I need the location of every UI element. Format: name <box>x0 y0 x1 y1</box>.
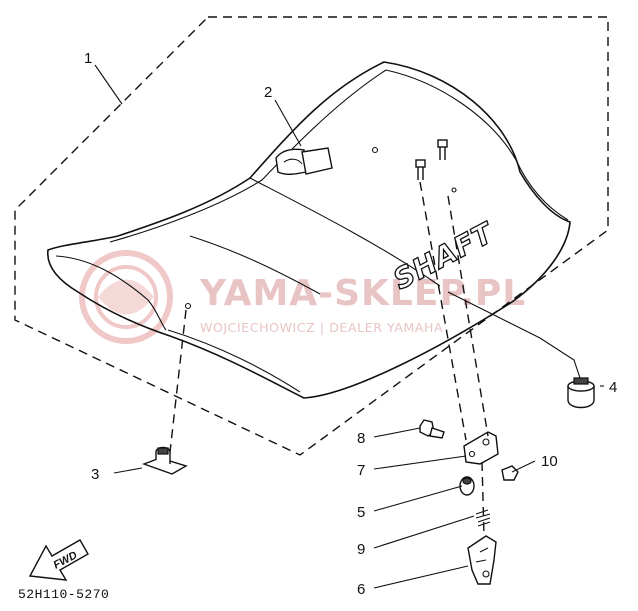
collar-part-5 <box>459 476 475 496</box>
callout-2: 2 <box>264 84 272 101</box>
forward-arrow: FWD <box>28 539 89 581</box>
callout-8: 8 <box>357 430 365 447</box>
seat-stud-right <box>437 139 448 160</box>
lock-part-6 <box>467 535 497 585</box>
seat-stud-left <box>415 159 426 180</box>
bolt-part-8 <box>419 419 445 439</box>
watermark-title: YAMA-SKLEP.PL <box>199 273 526 314</box>
callout-10: 10 <box>541 453 558 470</box>
callout-6: 6 <box>357 581 365 598</box>
spring-part-9 <box>475 509 491 527</box>
assembly-boundary <box>14 16 609 456</box>
seat-part-1: SHAFT <box>47 61 571 399</box>
watermark: YAMA-SKLEP.PL WOJCIECHOWICZ | DEALER YAM… <box>79 250 526 344</box>
damper-part-4 <box>567 377 595 409</box>
leader-lines <box>94 64 604 589</box>
seat-strap-part-2 <box>275 147 333 175</box>
callout-4: 4 <box>609 379 617 396</box>
forward-arrow-label: FWD <box>52 549 80 571</box>
callouts: 1 2 3 4 5 6 7 8 9 10 <box>84 50 617 598</box>
watermark-logo <box>79 250 173 344</box>
bracket-part-7 <box>463 431 499 465</box>
clip-part-3 <box>141 446 188 475</box>
callout-1: 1 <box>84 50 92 67</box>
callout-3: 3 <box>91 466 99 483</box>
nut-part-10 <box>501 465 519 481</box>
callout-7: 7 <box>357 462 365 479</box>
part-code: 52H110-5270 <box>18 587 109 602</box>
watermark-subtitle: WOJCIECHOWICZ | DEALER YAMAHA <box>200 320 443 335</box>
assembly-guide-lines <box>169 181 489 537</box>
callout-5: 5 <box>357 504 365 521</box>
callout-9: 9 <box>357 541 365 558</box>
